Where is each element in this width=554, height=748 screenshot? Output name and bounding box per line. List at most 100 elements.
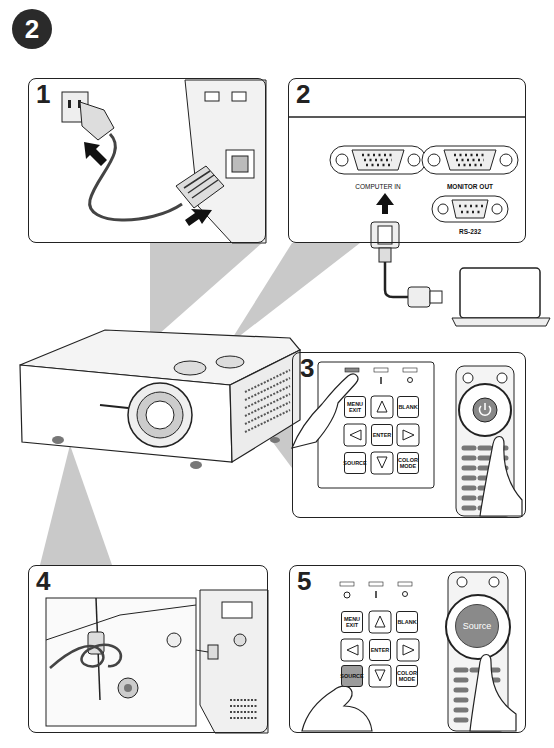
projector-underside: [200, 590, 268, 733]
laptop-screen: [460, 268, 540, 318]
arrow-glyph: [350, 430, 361, 440]
port-frame: [422, 146, 518, 174]
button-label: ENTER: [373, 432, 392, 438]
port-pins: [459, 206, 483, 212]
underside-port: [222, 602, 252, 618]
temp-icon: [380, 377, 382, 384]
button-label: SOURCE: [343, 460, 367, 466]
button-label: BLANK: [397, 619, 416, 625]
power-cord: [90, 134, 182, 220]
plug-strain-relief: [379, 248, 391, 262]
remote-key: [489, 577, 499, 587]
foot: [124, 684, 132, 692]
lens-glass: [146, 401, 174, 429]
arrow-key: [369, 665, 391, 687]
security-cable: [50, 645, 121, 668]
front-strip: [100, 405, 128, 408]
panel-number: 1: [36, 79, 50, 110]
button-label: BLANK: [398, 404, 417, 410]
indicator-light: [345, 368, 359, 372]
indicator-light: [340, 582, 354, 586]
arrow-key: [371, 452, 393, 474]
panel-bg: [28, 565, 268, 733]
panel-bg: [289, 565, 526, 733]
indicator-light: [374, 368, 388, 372]
foot: [118, 678, 138, 698]
button-label: COLOR MODE: [397, 670, 417, 682]
vent-grille: [230, 700, 258, 718]
insert-arrow: [84, 142, 107, 166]
keypad-button: COLOR MODE: [397, 452, 419, 474]
button-label: ENTER: [371, 647, 390, 653]
panel-number: 5: [297, 566, 311, 597]
arrow-glyph: [375, 616, 385, 627]
panel-divider: [288, 116, 526, 118]
foot: [52, 436, 64, 444]
view-wedge: [40, 445, 112, 565]
step-badge: 2: [12, 9, 52, 49]
port-screw: [408, 154, 420, 166]
remote-key: [497, 373, 507, 383]
remote-key: [463, 373, 473, 383]
step-panel: 3MENU EXITBLANKENTERSOURCECOLOR MODE: [292, 352, 526, 518]
pressing-hand: [480, 437, 522, 517]
panel-number: 2: [296, 79, 310, 110]
arrow-glyph: [377, 457, 387, 468]
serial-port: [452, 200, 488, 218]
keypad-button: ENTER: [371, 424, 393, 446]
keypad-button: ENTER: [369, 639, 391, 661]
focus-dial: [174, 361, 206, 375]
pressing-hand: [470, 655, 516, 732]
button-label: MENU EXIT: [345, 401, 365, 413]
arrow-key: [344, 424, 366, 446]
port-screw: [500, 154, 512, 166]
power-plug: [80, 102, 114, 140]
outlet-slot: [68, 100, 71, 108]
power-icon: [344, 592, 350, 598]
projector-side: [230, 350, 300, 462]
indicator-light: [369, 582, 383, 586]
button-label: COLOR MODE: [398, 457, 418, 469]
port-label: COMPUTER IN: [355, 183, 401, 190]
insert-arrow: [376, 193, 394, 214]
foot: [190, 461, 202, 469]
port-label: MONITOR OUT: [447, 183, 493, 190]
magnifier: [446, 595, 510, 659]
port-frame: [432, 196, 508, 222]
button-label: Source: [463, 621, 492, 631]
remote-key: [457, 577, 467, 587]
foot: [270, 437, 280, 443]
panel-bg: [292, 352, 526, 518]
power-icon: [480, 403, 491, 415]
vga-port: [444, 150, 496, 170]
remote-button: Source: [455, 604, 499, 648]
projector-front: [20, 365, 232, 462]
zoom-dial: [216, 356, 244, 368]
step-panel: 1: [28, 78, 266, 243]
rear-port: [205, 92, 219, 101]
arrow-glyph: [403, 645, 414, 655]
step-panel: 2: [288, 78, 526, 243]
button-label: SOURCE: [340, 673, 364, 679]
panel-number: 4: [36, 566, 50, 597]
power-socket: [226, 150, 254, 178]
arrow-key: [397, 639, 419, 661]
lamp-icon: [408, 378, 413, 383]
port-screw: [336, 154, 348, 166]
projector-rear: [185, 80, 266, 243]
keypad-button: MENU EXIT: [344, 396, 366, 418]
step-panel: 5MENU EXITBLANKENTERSOURCECOLOR MODESour…: [289, 565, 526, 733]
arrow-glyph: [375, 670, 385, 681]
insert-arrow: [185, 209, 212, 226]
vga-cable: [385, 262, 408, 297]
leader-line: [196, 650, 208, 652]
keypad-button: SOURCE: [344, 452, 366, 474]
lamp-icon: [403, 592, 408, 597]
vga-plug: [378, 226, 392, 244]
port-screw: [438, 204, 448, 214]
keypad-button: SOURCE: [341, 665, 363, 687]
port-screw: [492, 204, 502, 214]
step-panel: 4: [28, 565, 268, 733]
vga-plug: [430, 291, 442, 303]
